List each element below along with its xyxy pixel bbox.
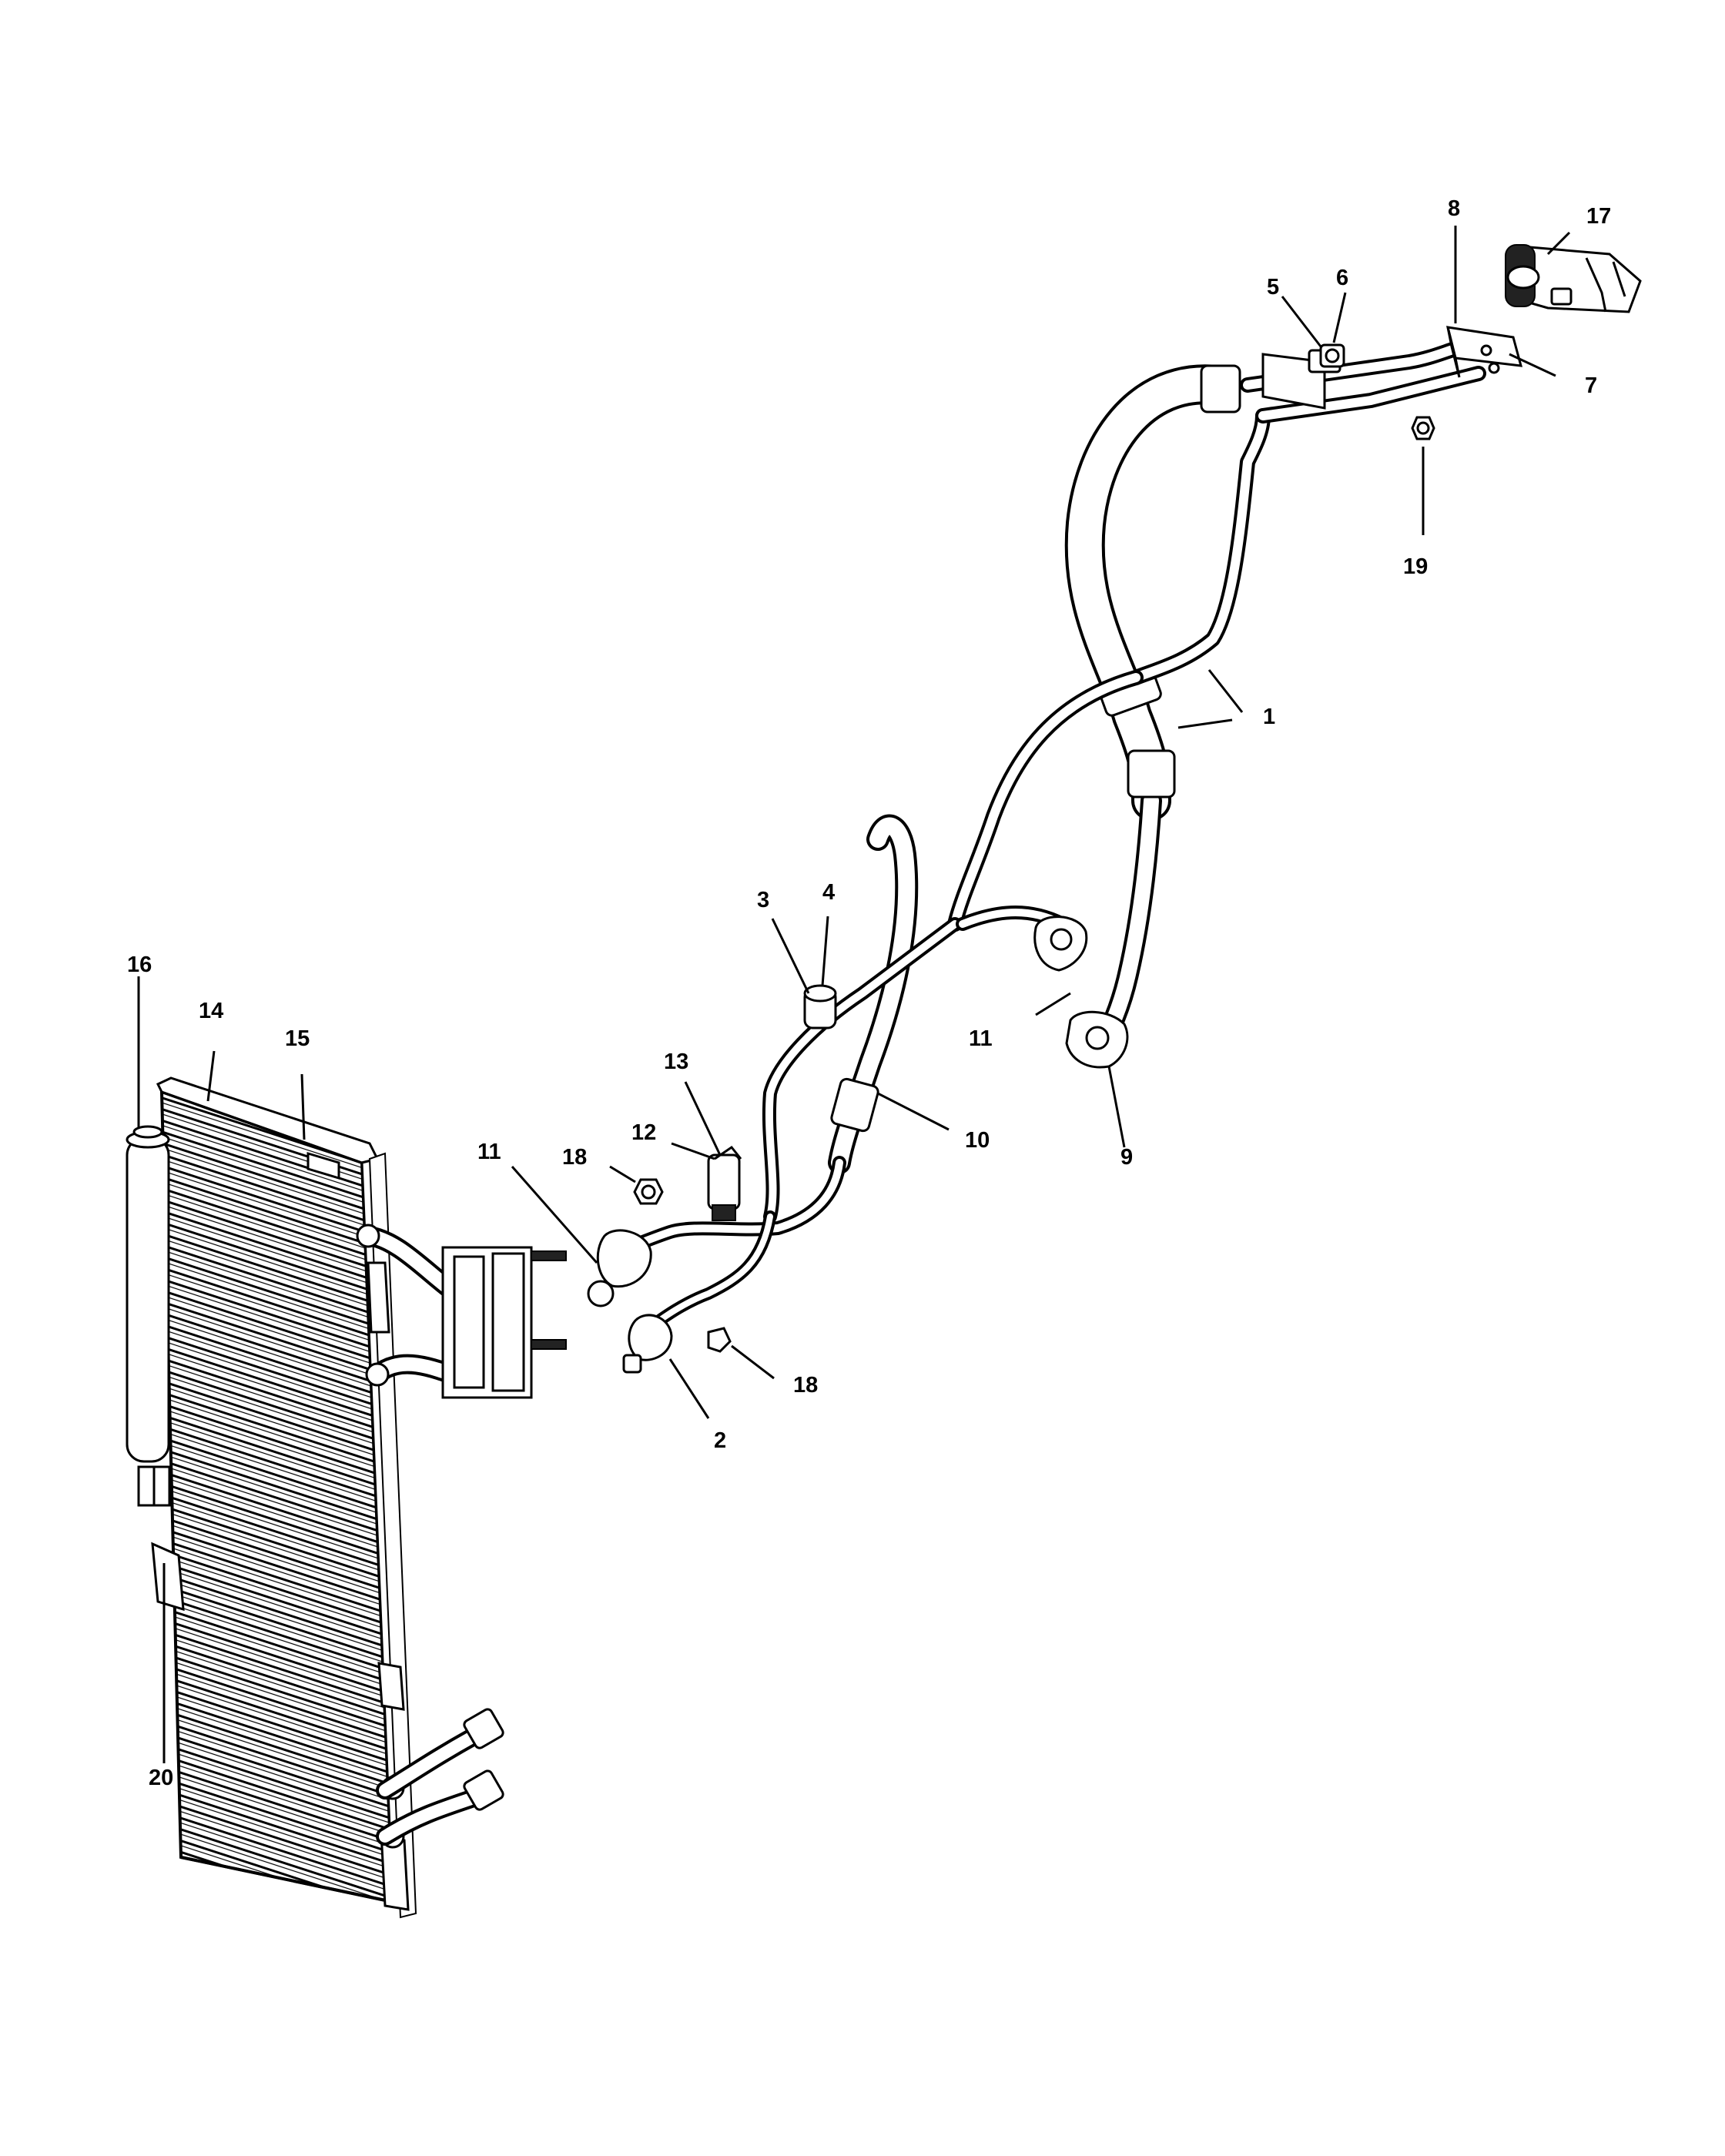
callout-6: 6 [1336, 266, 1348, 290]
callout-18-bottom: 18 [793, 1373, 818, 1398]
callout-labels: 1 2 3 4 5 6 7 8 9 10 11 11 12 13 14 15 1… [127, 196, 1611, 1790]
callout-leaders [137, 226, 1571, 1763]
condenser-tubes [356, 1224, 504, 1846]
callout-20: 20 [149, 1766, 173, 1790]
receiver-drier [126, 1125, 185, 1612]
callout-17: 17 [1586, 204, 1611, 229]
callout-19: 19 [1403, 554, 1428, 579]
callout-11-left: 11 [477, 1140, 501, 1164]
callout-4: 4 [822, 880, 835, 905]
callout-16: 16 [127, 952, 152, 977]
discharge-line [587, 814, 1088, 1374]
callout-12: 12 [631, 1120, 656, 1145]
callout-7: 7 [1585, 373, 1597, 398]
callout-10: 10 [965, 1128, 990, 1153]
callout-8: 8 [1448, 196, 1460, 221]
mounting-block [441, 1246, 567, 1399]
callout-1: 1 [1263, 705, 1275, 729]
callout-3: 3 [757, 888, 769, 912]
hose-assembly [947, 326, 1523, 1069]
callout-14: 14 [199, 999, 223, 1023]
callout-13: 13 [664, 1050, 688, 1074]
callout-2: 2 [714, 1428, 726, 1453]
callout-9: 9 [1120, 1145, 1133, 1170]
callout-18-top: 18 [562, 1145, 587, 1170]
small-parts [633, 244, 1642, 1353]
callout-5: 5 [1267, 275, 1279, 300]
callout-11-right: 11 [969, 1026, 993, 1051]
callout-15: 15 [285, 1026, 310, 1051]
